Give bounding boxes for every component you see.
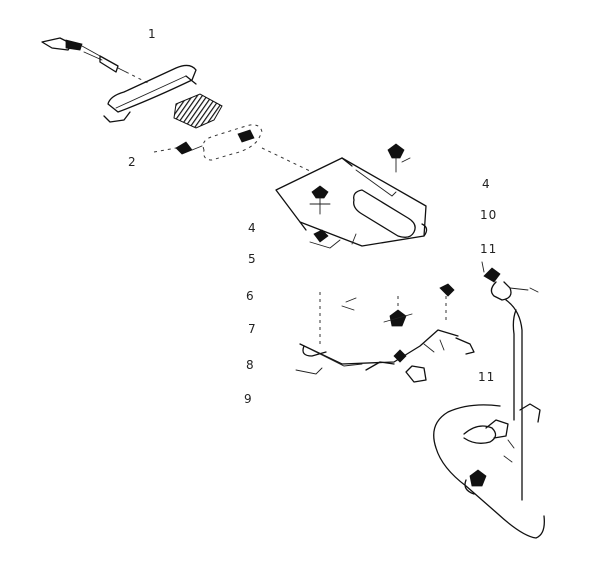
callout-label-9: 9 <box>244 392 253 406</box>
callout-label-1: 1 <box>148 27 157 41</box>
hose-loop-part <box>433 299 545 539</box>
handle-cover-part <box>103 64 197 123</box>
callout-label-4-right: 4 <box>482 177 491 191</box>
small-screw-part <box>341 283 455 311</box>
callout-label-6: 6 <box>246 289 255 303</box>
bracket-frame-part <box>295 329 475 383</box>
callout-label-11-upper: 11 <box>480 242 498 256</box>
callout-label-2: 2 <box>128 155 137 169</box>
callout-label-10: 10 <box>480 208 498 222</box>
screw-left-part <box>309 185 331 243</box>
screw-top-part <box>387 143 411 173</box>
callout-label-8: 8 <box>246 358 255 372</box>
callout-label-11-lower: 11 <box>478 370 496 384</box>
ring-part <box>202 124 263 161</box>
callout-label-4-left: 4 <box>248 221 257 235</box>
pad-block-part <box>173 93 223 129</box>
callout-label-5: 5 <box>248 252 257 266</box>
base-plate-part <box>275 157 428 249</box>
clip-part <box>153 141 203 155</box>
nut-part <box>383 309 413 327</box>
pin-part <box>41 37 127 73</box>
fitting-part <box>481 261 539 301</box>
callout-label-7: 7 <box>248 322 257 336</box>
leader-line-2 <box>261 147 313 173</box>
